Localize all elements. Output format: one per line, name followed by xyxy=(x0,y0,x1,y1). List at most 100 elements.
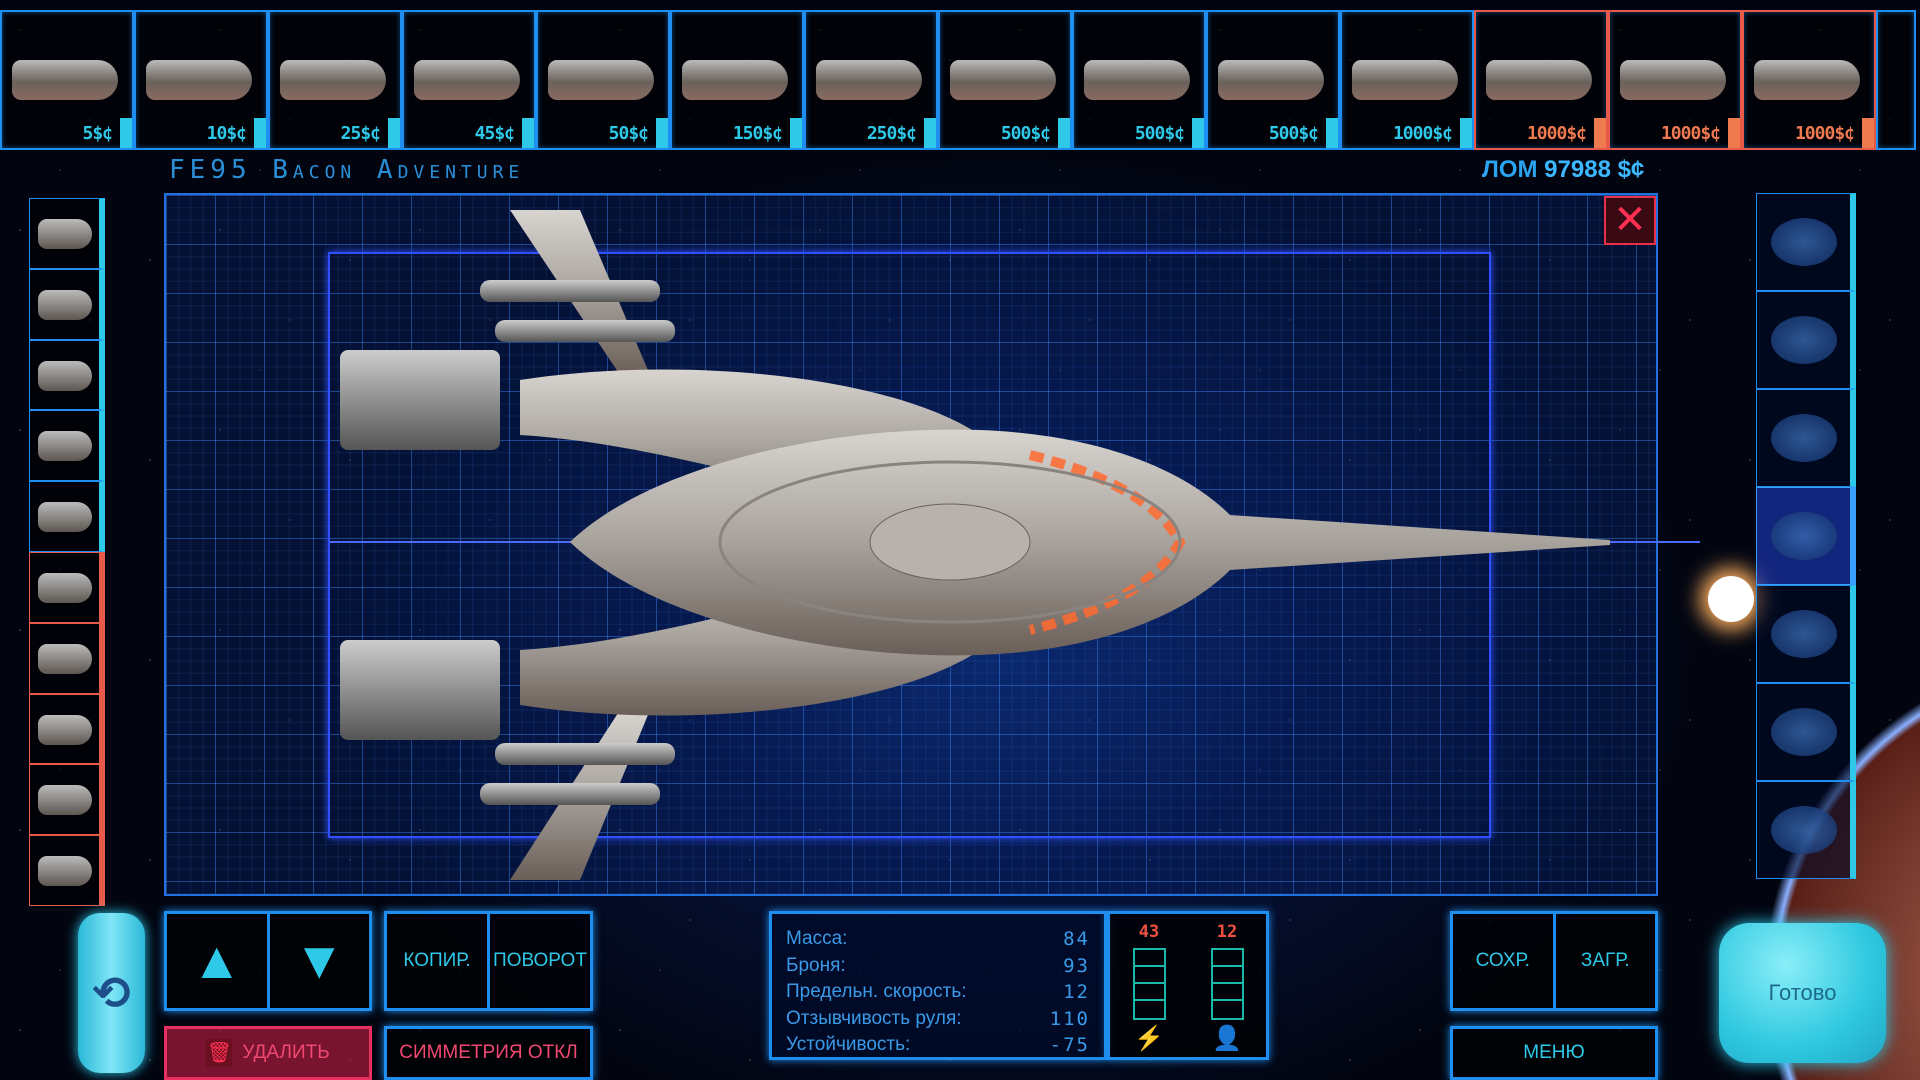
part-image xyxy=(1754,60,1860,100)
stat-row: Отзывчивость руля:110 xyxy=(786,1006,1090,1033)
part-image xyxy=(38,431,92,462)
shop-item[interactable]: 500$¢ xyxy=(1206,10,1340,150)
part-image xyxy=(38,502,92,533)
part-palette-item[interactable] xyxy=(1756,683,1856,781)
slot-tab xyxy=(120,118,132,148)
item-price: 5$¢ xyxy=(82,123,112,144)
item-price: 45$¢ xyxy=(474,123,515,144)
part-palette-item[interactable] xyxy=(29,410,105,482)
shop-item[interactable]: 1000$¢ xyxy=(1742,10,1876,150)
part-palette-item[interactable] xyxy=(1756,585,1856,683)
item-price: 10$¢ xyxy=(206,123,247,144)
move-up-button[interactable]: ▲ xyxy=(167,914,267,1008)
part-image xyxy=(1771,218,1837,266)
part-palette-item[interactable] xyxy=(1756,291,1856,389)
part-image xyxy=(1352,60,1458,100)
load-button[interactable]: ЗАГР. xyxy=(1552,914,1656,1008)
shop-item[interactable]: 45$¢ xyxy=(402,10,536,150)
part-palette-item[interactable] xyxy=(1756,193,1856,291)
item-price: 1000$¢ xyxy=(1660,123,1721,144)
item-price: 500$¢ xyxy=(1268,123,1319,144)
stat-value: -75 xyxy=(1049,1034,1090,1056)
stat-value: 84 xyxy=(1063,928,1090,950)
part-palette-item[interactable] xyxy=(29,835,105,906)
slot-tab xyxy=(1862,118,1874,148)
part-image xyxy=(1771,414,1837,462)
trash-icon: 🗑 xyxy=(206,1039,233,1067)
layer-controls: ▲ ▼ xyxy=(164,911,372,1011)
scrap-value: 97988 $¢ xyxy=(1544,156,1645,183)
part-palette-item[interactable] xyxy=(29,339,105,411)
item-price: 150$¢ xyxy=(732,123,783,144)
rotate-button[interactable]: ПОВОРОТ xyxy=(487,914,590,1008)
shop-item[interactable] xyxy=(1876,10,1916,150)
done-button[interactable]: Готово xyxy=(1719,923,1886,1063)
part-palette-item[interactable] xyxy=(29,622,105,694)
part-image xyxy=(1771,512,1837,560)
shop-item[interactable]: 150$¢ xyxy=(670,10,804,150)
stat-value: 93 xyxy=(1063,954,1090,977)
slot-tab xyxy=(790,118,802,148)
symmetry-label: СИММЕТРИЯ ОТКЛ xyxy=(399,1042,578,1063)
shop-item[interactable]: 50$¢ xyxy=(536,10,670,150)
menu-label: МЕНЮ xyxy=(1523,1042,1585,1063)
shop-item[interactable]: 250$¢ xyxy=(804,10,938,150)
shop-item[interactable]: 1000$¢ xyxy=(1608,10,1742,150)
part-palette-item[interactable] xyxy=(29,481,105,552)
shop-item[interactable]: 5$¢ xyxy=(0,10,134,150)
close-button[interactable]: ✕ xyxy=(1604,196,1656,245)
part-image xyxy=(414,60,520,100)
copy-button[interactable]: КОПИР. xyxy=(403,950,471,971)
menu-button[interactable]: МЕНЮ xyxy=(1450,1026,1658,1080)
stat-label: Масса: xyxy=(786,928,848,949)
symmetry-toggle[interactable]: СИММЕТРИЯ ОТКЛ xyxy=(384,1026,593,1080)
slot-tab xyxy=(1460,118,1472,148)
delete-label: УДАЛИТЬ xyxy=(242,1042,330,1063)
triangle-up-icon: ▲ xyxy=(191,932,243,990)
part-palette-item[interactable] xyxy=(29,198,105,269)
part-image xyxy=(146,60,252,100)
power-value: 43 xyxy=(1138,922,1160,942)
slot-tab xyxy=(522,118,534,148)
delete-button[interactable]: 🗑 УДАЛИТЬ xyxy=(164,1026,372,1080)
shop-item[interactable]: 25$¢ xyxy=(268,10,402,150)
part-palette-item[interactable] xyxy=(1756,389,1856,487)
save-button[interactable]: СОХР. xyxy=(1475,950,1530,971)
part-palette-item[interactable] xyxy=(29,764,105,836)
part-image xyxy=(1771,806,1837,854)
slot-tab xyxy=(1192,118,1204,148)
shop-item[interactable]: 1000$¢ xyxy=(1340,10,1474,150)
slot-tab xyxy=(1594,118,1606,148)
slot-tab xyxy=(656,118,668,148)
shop-item[interactable]: 500$¢ xyxy=(938,10,1072,150)
part-palette-item[interactable] xyxy=(29,268,105,340)
item-price: 50$¢ xyxy=(608,123,649,144)
triangle-down-icon: ▼ xyxy=(293,932,345,990)
undo-button[interactable]: ⟲ xyxy=(78,913,145,1073)
slot-tab xyxy=(924,118,936,148)
shop-item[interactable]: 1000$¢ xyxy=(1474,10,1608,150)
part-palette-item[interactable] xyxy=(29,551,105,623)
part-image xyxy=(682,60,788,100)
part-image xyxy=(1084,60,1190,100)
stat-label: Устойчивость: xyxy=(786,1034,911,1055)
move-down-button[interactable]: ▼ xyxy=(266,914,370,1008)
crew-bars xyxy=(1210,948,1244,1020)
shop-item[interactable]: 500$¢ xyxy=(1072,10,1206,150)
slot-tab xyxy=(1326,118,1338,148)
stat-label: Предельн. скорость: xyxy=(786,981,967,1002)
scrap-balance: ЛОМ 97988 $¢ xyxy=(1482,156,1644,184)
ship-blueprint[interactable] xyxy=(330,205,1710,885)
part-palette-item[interactable] xyxy=(1756,487,1856,585)
part-palette-item[interactable] xyxy=(29,693,105,765)
crew-meter: 12 👤 xyxy=(1207,922,1247,1057)
item-price: 1000$¢ xyxy=(1794,123,1855,144)
part-image xyxy=(12,60,118,100)
part-palette-item[interactable] xyxy=(1756,781,1856,879)
person-icon: 👤 xyxy=(1212,1025,1242,1052)
shop-item[interactable]: 10$¢ xyxy=(134,10,268,150)
item-price: 1000$¢ xyxy=(1526,123,1587,144)
stat-value: 110 xyxy=(1049,1007,1090,1030)
stat-row: Предельн. скорость:12 xyxy=(786,979,1090,1006)
